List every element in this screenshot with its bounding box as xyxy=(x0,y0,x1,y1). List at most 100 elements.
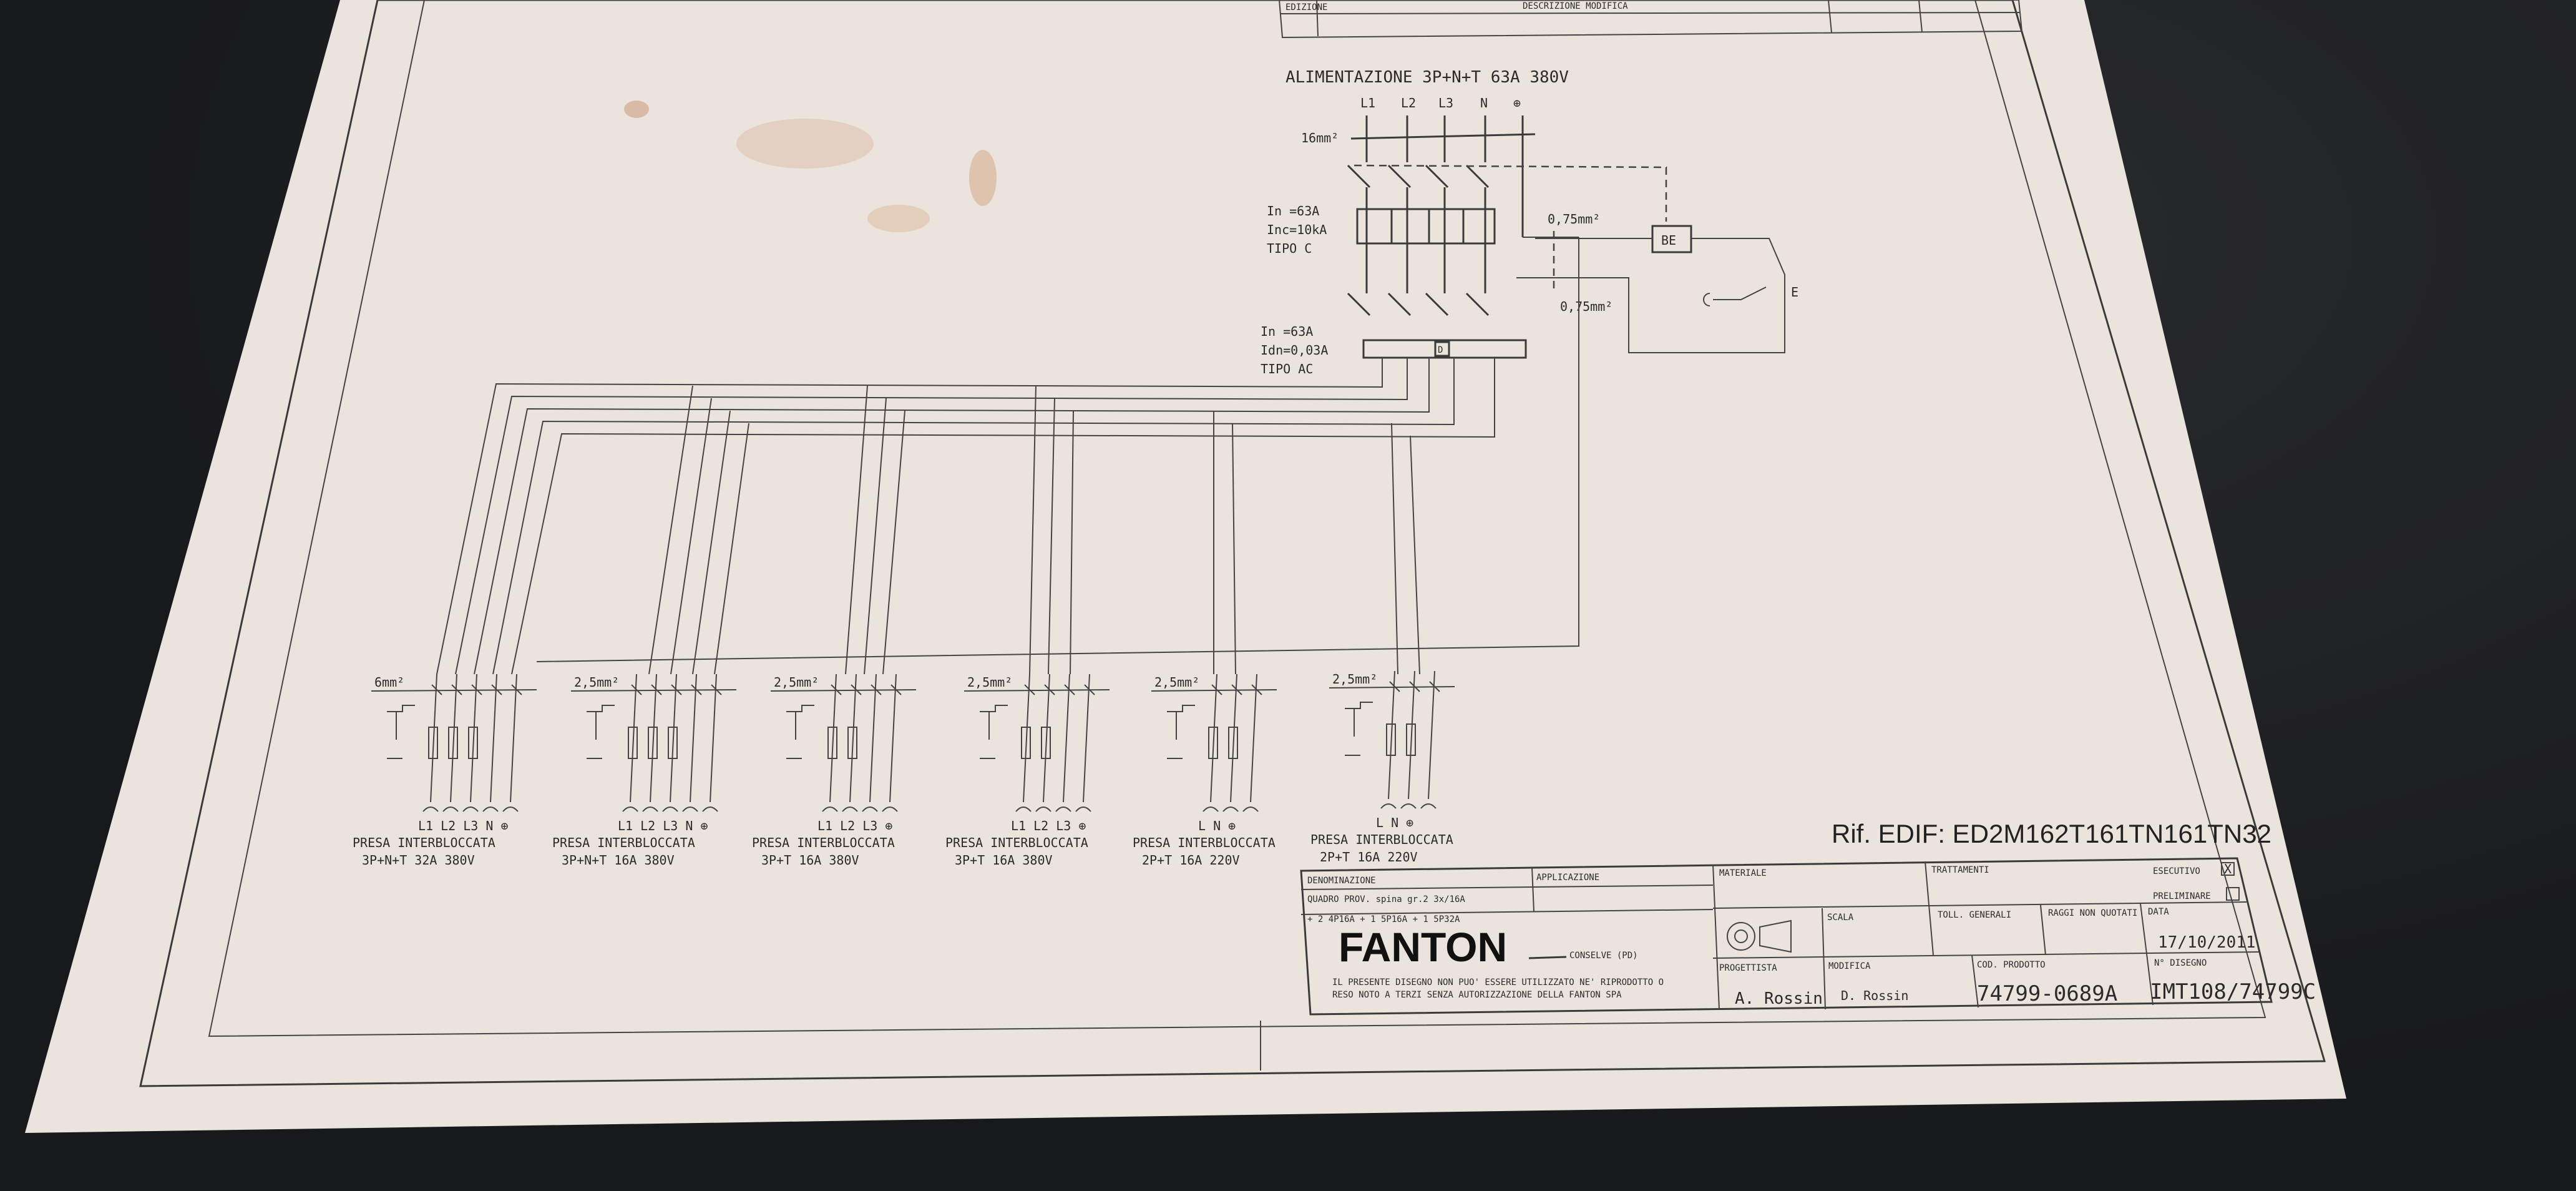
outlet-bus-line xyxy=(1329,686,1455,689)
terminal-symbol xyxy=(1055,806,1071,812)
outlet-conductor xyxy=(1250,674,1257,803)
outlet-conductor xyxy=(690,674,697,803)
fuse-symbol xyxy=(1208,727,1218,759)
outlet-conductor xyxy=(1023,674,1030,803)
inner-border xyxy=(208,0,2266,1037)
product-code: 74799-0689A xyxy=(1977,981,2117,1006)
outlet-rating: 3P+N+T 32A 380V xyxy=(362,853,475,868)
revision-col-edizione: EDIZIONE xyxy=(1286,2,1327,12)
outlet-terminals: L N ⊕ xyxy=(1376,815,1413,830)
outlet-cable-size: 2,5mm² xyxy=(574,675,619,690)
outlet-name: PRESA INTERBLOCCATA xyxy=(353,835,495,850)
rcd-symbol: D In =63A Idn=0,03A TIPO AC xyxy=(1261,292,1527,376)
stain xyxy=(736,119,874,169)
svg-text:MATERIALE: MATERIALE xyxy=(1719,868,1767,878)
outlet-conductor xyxy=(1428,670,1435,800)
revision-col-descrizione: DESCRIZIONE MODIFICA xyxy=(1523,1,1628,11)
svg-text:CONSELVE (PD): CONSELVE (PD) xyxy=(1569,951,1638,961)
outlet-cable-size: 2,5mm² xyxy=(1332,672,1377,687)
svg-text:SCALA: SCALA xyxy=(1827,913,1854,923)
outlet-rating: 2P+T 16A 220V xyxy=(1320,850,1418,865)
modified-by: D. Rossin xyxy=(1841,988,1908,1003)
outlet-conductor xyxy=(490,674,497,803)
outlet-rating: 2P+T 16A 220V xyxy=(1142,853,1240,868)
terminal-symbol xyxy=(1400,803,1417,809)
svg-text:COD. PRODOTTO: COD. PRODOTTO xyxy=(1977,960,2046,970)
projection-symbol-icon xyxy=(1727,919,1792,953)
conductor-tick xyxy=(431,684,442,695)
outlet-bus-line xyxy=(570,689,737,692)
paper-sheet xyxy=(25,0,2346,1133)
fuse-symbol xyxy=(668,727,678,759)
svg-text:TRATTAMENTI: TRATTAMENTI xyxy=(1931,865,1989,875)
terminal-symbol xyxy=(682,806,698,812)
svg-text:N° DISEGNO: N° DISEGNO xyxy=(2154,958,2207,968)
outlet-conductor xyxy=(889,674,897,803)
fuse-symbol xyxy=(847,727,857,759)
fuse-symbol xyxy=(448,727,458,759)
svg-text:L2: L2 xyxy=(1401,96,1416,110)
fuse-symbol xyxy=(468,727,478,759)
outlet-conductor xyxy=(1083,674,1090,803)
emergency-switch-label: E xyxy=(1791,285,1798,300)
interlock-symbol-icon xyxy=(587,705,615,759)
fuse-symbol xyxy=(1021,727,1031,759)
fuse-symbol xyxy=(827,727,837,759)
outlet-conductor xyxy=(829,674,837,803)
stain xyxy=(969,150,997,206)
terminal-symbol xyxy=(622,806,638,812)
svg-text:QUADRO PROV. spina gr.2 3x/16A: QUADRO PROV. spina gr.2 3x/16A xyxy=(1307,894,1465,904)
terminal-symbol xyxy=(1203,806,1219,812)
terminal-symbol xyxy=(1222,806,1239,812)
outlet-name: PRESA INTERBLOCCATA xyxy=(945,835,1088,850)
interlock-symbol-icon xyxy=(980,705,1008,759)
outlet-terminals: L1 L2 L3 ⊕ xyxy=(1011,818,1086,833)
conductor-tick xyxy=(631,684,642,695)
terminal-symbol xyxy=(822,806,838,812)
terminal-symbol xyxy=(502,806,519,812)
edif-reference: Rif. EDIF: ED2M162T161TN161TN32 xyxy=(1832,819,2271,848)
outlet-terminals: L1 L2 L3 N ⊕ xyxy=(418,818,509,833)
terminal-symbol xyxy=(1380,803,1397,809)
outlet-conductor xyxy=(510,674,517,803)
outlet-cable-size: 2,5mm² xyxy=(1154,675,1199,690)
fuse-symbol xyxy=(1228,727,1238,759)
outlet-rating: 3P+N+T 16A 380V xyxy=(562,853,675,868)
outlet-terminals: L1 L2 L3 ⊕ xyxy=(817,818,892,833)
svg-text:N: N xyxy=(1480,96,1488,110)
conductor-tick xyxy=(831,684,842,695)
outlet-terminals: L N ⊕ xyxy=(1198,818,1236,833)
shunt-trip-circuit: BE 0,75mm² 0,75mm² E xyxy=(1516,212,1798,353)
outlet-cable-size: 6mm² xyxy=(374,675,404,690)
outlet-conductor xyxy=(430,674,437,803)
terminal-symbol xyxy=(1075,806,1091,812)
svg-text:MODIFICA: MODIFICA xyxy=(1828,961,1871,971)
svg-text:⊕: ⊕ xyxy=(1513,96,1521,110)
svg-text:TIPO C: TIPO C xyxy=(1267,241,1312,256)
outlet-conductor xyxy=(1408,670,1415,800)
supply-cable-label: 16mm² xyxy=(1301,130,1339,145)
outlet-conductor xyxy=(630,674,637,803)
svg-text:Idn=0,03A: Idn=0,03A xyxy=(1261,343,1328,358)
outlet-cable-size: 2,5mm² xyxy=(774,675,819,690)
svg-text:IL PRESENTE DISEGNO NON PUO' E: IL PRESENTE DISEGNO NON PUO' ESSERE UTIL… xyxy=(1332,978,1664,988)
fuse-symbol xyxy=(1406,723,1416,756)
brand-logo-text: FANTON xyxy=(1339,924,1507,970)
drawing-number: IMT108/74799C xyxy=(2150,979,2316,1004)
wire-size-top: 0,75mm² xyxy=(1548,212,1600,227)
fuse-symbol xyxy=(1386,723,1396,756)
outlet-conductor xyxy=(849,674,857,803)
fuse-symbol xyxy=(428,727,438,759)
outlet-conductor xyxy=(650,674,657,803)
interlock-symbol-icon xyxy=(387,705,415,759)
outlet-conductor xyxy=(869,674,877,803)
outlet-conductor xyxy=(710,674,717,803)
outlet-name: PRESA INTERBLOCCATA xyxy=(752,835,895,850)
outlet-name: PRESA INTERBLOCCATA xyxy=(1310,832,1453,847)
drawing-date: 17/10/2011 xyxy=(2158,933,2256,952)
svg-text:TIPO AC: TIPO AC xyxy=(1261,361,1313,376)
outlet-conductor xyxy=(450,674,457,803)
